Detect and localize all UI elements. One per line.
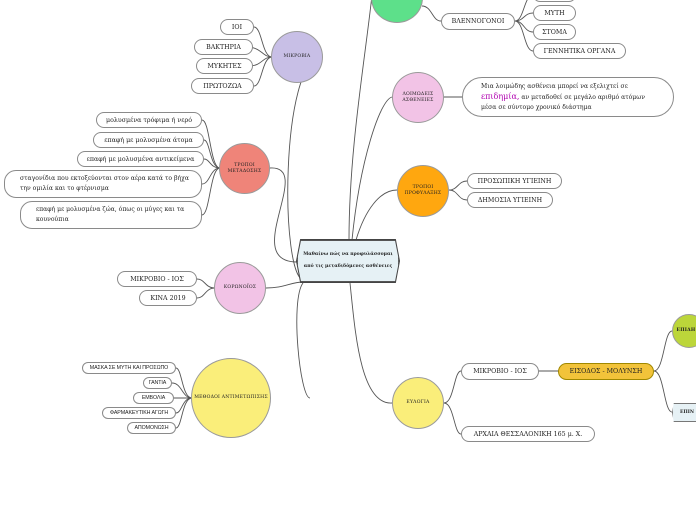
leaf-maska[interactable]: ΜΑΣΚΑ ΣΕ ΜΥΤΗ ΚΑΙ ΠΡΟΣΩΠΟ (82, 362, 176, 374)
leaf-top-cut[interactable] (533, 0, 576, 2)
node-right-tag[interactable]: ΕΠΙΝ (672, 403, 696, 422)
leaf-ioi-label: ΙΟΙ (231, 23, 243, 31)
node-right-tag-label: ΕΠΙΝ (680, 410, 694, 415)
leaf-prosopiki[interactable]: ΠΡΟΣΩΠΙΚΗ ΥΓΙΕΙΝΗ (467, 173, 562, 189)
leaf-stoma-label: ΣΤΟΜΑ (542, 28, 567, 36)
leaf-trofima[interactable]: μολυσμένα τρόφιμα ή νερό (96, 112, 202, 128)
leaf-emvolia[interactable]: ΕΜΒΟΛΙΑ (133, 392, 174, 404)
leaf-apomonosi-label: ΑΠΟΜΟΝΩΣΗ (134, 425, 169, 431)
leaf-kina-label: ΚΙΝΑ 2019 (150, 294, 186, 302)
leaf-stoma[interactable]: ΣΤΟΜΑ (533, 24, 576, 40)
leaf-dimosia[interactable]: ΔΗΜΟΣΙΑ ΥΓΙΕΙΝΗ (467, 192, 553, 208)
leaf-stagonidia[interactable]: σταγονίδια που εκτοξεύονται στον αέρα κα… (4, 170, 202, 198)
leaf-epafi-antikeimena-label: επαφή με μολυσμένα αντικείμενα (86, 155, 195, 163)
central-topic-line2: από τις μεταδιδόμενες ασθένειες (303, 264, 393, 269)
topic-koronoios[interactable]: ΚΟΡΩΝΟΪΟΣ (214, 262, 266, 314)
topic-epidimia-right[interactable]: ΕΠΙΔΗ (672, 314, 696, 348)
leaf-mykites[interactable]: ΜΥΚΗΤΕΣ (196, 58, 253, 74)
topic-mikrobia[interactable]: ΜΙΚΡΟΒΙΑ (271, 31, 323, 83)
topic-metadosi[interactable]: ΤΡΟΠΟΙ ΜΕΤΑΔΟΣΗΣ (219, 143, 270, 194)
epidimia-highlight: επιδημία, (481, 91, 520, 101)
leaf-evlogia-ios[interactable]: ΜΙΚΡΟΒΙΟ - ΙΟΣ (461, 363, 539, 380)
leaf-vaktiria-label: ΒΑΚΤΗΡΙΑ (206, 43, 241, 51)
leaf-mykites-label: ΜΥΚΗΤΕΣ (207, 62, 242, 70)
topic-profylaxi[interactable]: ΤΡΟΠΟΙ ΠΡΟΦΥΛΑΞΗΣ (397, 165, 449, 217)
leaf-epidimia-text[interactable]: Μια λοιμώδης ασθένεια μπορεί να εξελιχτε… (462, 77, 674, 117)
topic-metra[interactable]: ΜΕΘΟΔΟΙ ΑΝΤΙΜΕΤΩΠΙΣΗΣ (191, 358, 271, 438)
node-eisodos-label: ΕΙΣΟΔΟΣ - ΜΟΛΥΝΣΗ (569, 368, 643, 375)
leaf-prosopiki-label: ΠΡΟΣΩΠΙΚΗ ΥΓΙΕΙΝΗ (477, 177, 552, 185)
topic-evlogia-label: ΕΥΛΟΓΙΑ (406, 400, 430, 405)
leaf-epafi-atoma[interactable]: επαφή με μολυσμένα άτομα (93, 132, 204, 148)
leaf-stagonidia-label: σταγονίδια που εκτοξεύονται στον αέρα κα… (20, 175, 189, 192)
leaf-trofima-label: μολυσμένα τρόφιμα ή νερό (106, 116, 192, 124)
leaf-kina[interactable]: ΚΙΝΑ 2019 (139, 290, 197, 306)
leaf-epafi-atoma-label: επαφή με μολυσμένα άτομα (104, 136, 193, 144)
topic-profylaxi-label: ΤΡΟΠΟΙ ΠΡΟΦΥΛΑΞΗΣ (404, 185, 442, 196)
leaf-apomonosi[interactable]: ΑΠΟΜΟΝΩΣΗ (127, 422, 176, 434)
leaf-evlogia-ios-label: ΜΙΚΡΟΒΙΟ - ΙΟΣ (473, 368, 527, 375)
leaf-vlennogonoi-label: ΒΛΕΝΝΟΓΟΝΟΙ (451, 18, 505, 25)
leaf-farmakeftiki-label: ΦΑΡΜΑΚΕΥΤΙΚΗ ΑΓΩΓΗ (109, 410, 169, 416)
topic-loimodeis-label: ΛΟΙΜΩΔΕΙΣ ΑΣΘΕΝΕΙΕΣ (402, 91, 434, 103)
leaf-vlennogonoi[interactable]: ΒΛΕΝΝΟΓΟΝΟΙ (441, 13, 515, 30)
leaf-vaktiria[interactable]: ΒΑΚΤΗΡΙΑ (194, 39, 253, 55)
leaf-farmakeftiki[interactable]: ΦΑΡΜΑΚΕΥΤΙΚΗ ΑΓΩΓΗ (102, 407, 176, 419)
leaf-thessaloniki[interactable]: ΑΡΧΑΙΑ ΘΕΣΣΑΛΟΝΙΚΗ 165 μ. Χ. (461, 426, 595, 442)
leaf-gantia-label: ΓΑΝΤΙΑ (148, 380, 167, 386)
epidimia-paragraph: Μια λοιμώδης ασθένεια μπορεί να εξελιχτε… (481, 82, 659, 113)
leaf-protozoa[interactable]: ΠΡΩΤΟΖΩΑ (191, 78, 254, 94)
epidimia-text-b: αν μεταδοθεί σε μεγάλο αριθμό ατόμων μέσ… (481, 93, 645, 111)
leaf-epafi-zoa[interactable]: επαφή με μολυσμένα ζώα, όπως οι μύγες κα… (20, 201, 202, 229)
epidimia-text-a: Μια λοιμώδης ασθένεια μπορεί να εξελιχτε… (481, 82, 628, 90)
central-topic-line1: Μαθαίνω πώς να προφυλάσσομαι (303, 252, 393, 257)
node-eisodos-molynsi[interactable]: ΕΙΣΟΔΟΣ - ΜΟΛΥΝΣΗ (558, 363, 654, 380)
topic-evlogia[interactable]: ΕΥΛΟΓΙΑ (392, 377, 444, 429)
leaf-gennitika-label: ΓΕΝΝΗΤΙΚΑ ΟΡΓΑΝΑ (543, 47, 616, 55)
leaf-thessaloniki-label: ΑΡΧΑΙΑ ΘΕΣΣΑΛΟΝΙΚΗ 165 μ. Χ. (473, 430, 583, 438)
leaf-emvolia-label: ΕΜΒΟΛΙΑ (141, 395, 166, 401)
leaf-epafi-zoa-label: επαφή με μολυσμένα ζώα, όπως οι μύγες κα… (36, 206, 185, 223)
leaf-protozoa-label: ΠΡΩΤΟΖΩΑ (203, 82, 242, 90)
leaf-ioi[interactable]: ΙΟΙ (220, 19, 254, 35)
leaf-koronoios-ios-label: ΜΙΚΡΟΒΙΟ - ΙΟΣ (130, 275, 184, 283)
leaf-dimosia-label: ΔΗΜΟΣΙΑ ΥΓΙΕΙΝΗ (477, 196, 543, 204)
leaf-gantia[interactable]: ΓΑΝΤΙΑ (143, 377, 172, 389)
leaf-epafi-antikeimena[interactable]: επαφή με μολυσμένα αντικείμενα (77, 151, 204, 167)
topic-metra-label: ΜΕΘΟΔΟΙ ΑΝΤΙΜΕΤΩΠΙΣΗΣ (194, 395, 268, 400)
leaf-myti[interactable]: ΜΥΤΗ (533, 5, 576, 21)
central-topic[interactable]: Μαθαίνω πώς να προφυλάσσομαι από τις μετ… (297, 240, 399, 282)
topic-loimodeis[interactable]: ΛΟΙΜΩΔΕΙΣ ΑΣΘΕΝΕΙΕΣ (392, 72, 444, 123)
leaf-myti-label: ΜΥΤΗ (544, 9, 565, 17)
topic-epidimia-right-label: ΕΠΙΔΗ (676, 328, 696, 333)
leaf-koronoios-ios[interactable]: ΜΙΚΡΟΒΙΟ - ΙΟΣ (117, 271, 197, 287)
leaf-gennitika[interactable]: ΓΕΝΝΗΤΙΚΑ ΟΡΓΑΝΑ (533, 43, 626, 59)
topic-mikrobia-label: ΜΙΚΡΟΒΙΑ (283, 54, 311, 59)
topic-koronoios-label: ΚΟΡΩΝΟΪΟΣ (223, 285, 257, 290)
leaf-maska-label: ΜΑΣΚΑ ΣΕ ΜΥΤΗ ΚΑΙ ΠΡΟΣΩΠΟ (89, 365, 169, 371)
topic-metadosi-label: ΤΡΟΠΟΙ ΜΕΤΑΔΟΣΗΣ (227, 162, 262, 174)
